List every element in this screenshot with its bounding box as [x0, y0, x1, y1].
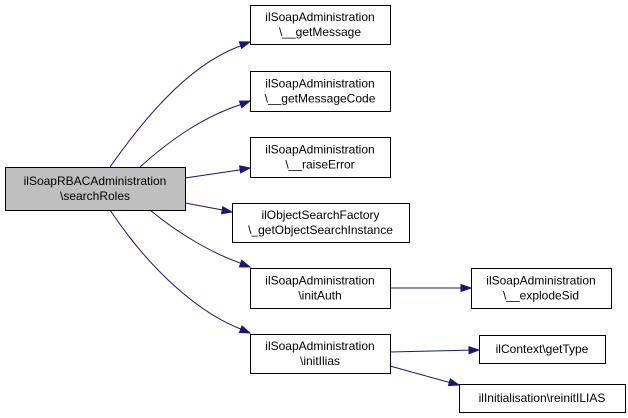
arrowhead-icon	[460, 283, 473, 293]
edge-line	[389, 365, 456, 385]
edge-line	[139, 102, 247, 168]
node-label-line: ilSoapAdministration	[265, 339, 374, 353]
node-label-line: \initIlias	[300, 354, 340, 368]
node-label-line: \__getMessage	[279, 25, 361, 39]
edges-layer	[109, 41, 481, 387]
node-explode-sid[interactable]: ilSoapAdministration\__explodeSid	[471, 268, 612, 309]
arrowhead-icon	[238, 41, 252, 50]
node-label-line: \__raiseError	[285, 158, 354, 172]
edge-line	[149, 209, 247, 266]
edge-root-to-raise-error	[184, 165, 252, 179]
node-box	[250, 334, 391, 374]
arrowhead-icon	[238, 325, 252, 334]
node-label-line: \initAuth	[298, 289, 341, 303]
edge-root-to-get-message-code	[139, 100, 252, 168]
node-box	[232, 203, 410, 243]
node-label-line: ilContext\getType	[496, 342, 589, 356]
node-box	[250, 137, 391, 178]
node-raise-error[interactable]: ilSoapAdministration\__raiseError	[250, 137, 391, 178]
edge-init-auth-to-explode-sid	[390, 283, 473, 293]
node-label-line: \__getMessageCode	[265, 92, 376, 106]
edge-line	[389, 349, 476, 353]
arrowhead-icon	[238, 100, 252, 109]
node-label-line: ilInitialisation\reinitILIAS	[479, 391, 606, 405]
node-root[interactable]: ilSoapRBACAdministration\searchRoles	[5, 167, 186, 211]
node-label-line: \__explodeSid	[503, 289, 579, 303]
node-label-line: ilSoapRBACAdministration	[24, 174, 167, 188]
node-box	[250, 268, 391, 309]
node-box	[250, 71, 391, 112]
edge-line	[184, 202, 229, 212]
edge-root-to-get-message	[109, 41, 252, 168]
node-box	[250, 5, 391, 45]
edge-root-to-init-auth	[149, 209, 252, 268]
edge-line	[109, 209, 247, 332]
node-label-line: ilSoapAdministration	[265, 274, 374, 288]
edge-init-ilias-to-reinit-ilias	[389, 365, 461, 387]
node-label-line: ilSoapAdministration	[265, 77, 374, 91]
nodes-layer: ilSoapRBACAdministration\searchRolesilSo…	[5, 5, 626, 413]
edge-line	[109, 43, 247, 168]
arrowhead-icon	[239, 165, 252, 174]
node-box	[5, 167, 186, 211]
node-label-line: \searchRoles	[60, 189, 130, 203]
node-label-line: ilSoapAdministration	[265, 10, 374, 24]
edge-line	[184, 168, 247, 179]
node-label-line: \_getObjectSearchInstance	[248, 223, 393, 237]
arrowhead-icon	[220, 206, 234, 215]
node-init-auth[interactable]: ilSoapAdministration\initAuth	[250, 268, 391, 309]
arrowhead-icon	[447, 378, 461, 387]
edge-root-to-get-object-search-instance	[184, 202, 234, 215]
node-get-object-search-instance[interactable]: ilObjectSearchFactory\_getObjectSearchIn…	[232, 203, 410, 243]
node-label-line: ilSoapAdministration	[486, 274, 595, 288]
edge-root-to-init-ilias	[109, 209, 252, 334]
arrowhead-icon	[468, 345, 481, 355]
node-label-line: ilObjectSearchFactory	[261, 208, 379, 222]
node-get-message-code[interactable]: ilSoapAdministration\__getMessageCode	[250, 71, 391, 112]
node-label-line: ilSoapAdministration	[265, 143, 374, 157]
node-box	[479, 335, 606, 364]
edge-init-ilias-to-get-type	[389, 345, 481, 355]
node-box	[459, 384, 626, 413]
node-init-ilias[interactable]: ilSoapAdministration\initIlias	[250, 334, 391, 374]
node-get-message[interactable]: ilSoapAdministration\__getMessage	[250, 5, 391, 45]
node-get-type[interactable]: ilContext\getType	[479, 335, 606, 364]
node-reinit-ilias[interactable]: ilInitialisation\reinitILIAS	[459, 384, 626, 413]
node-box	[471, 268, 612, 309]
arrowhead-icon	[238, 259, 252, 268]
